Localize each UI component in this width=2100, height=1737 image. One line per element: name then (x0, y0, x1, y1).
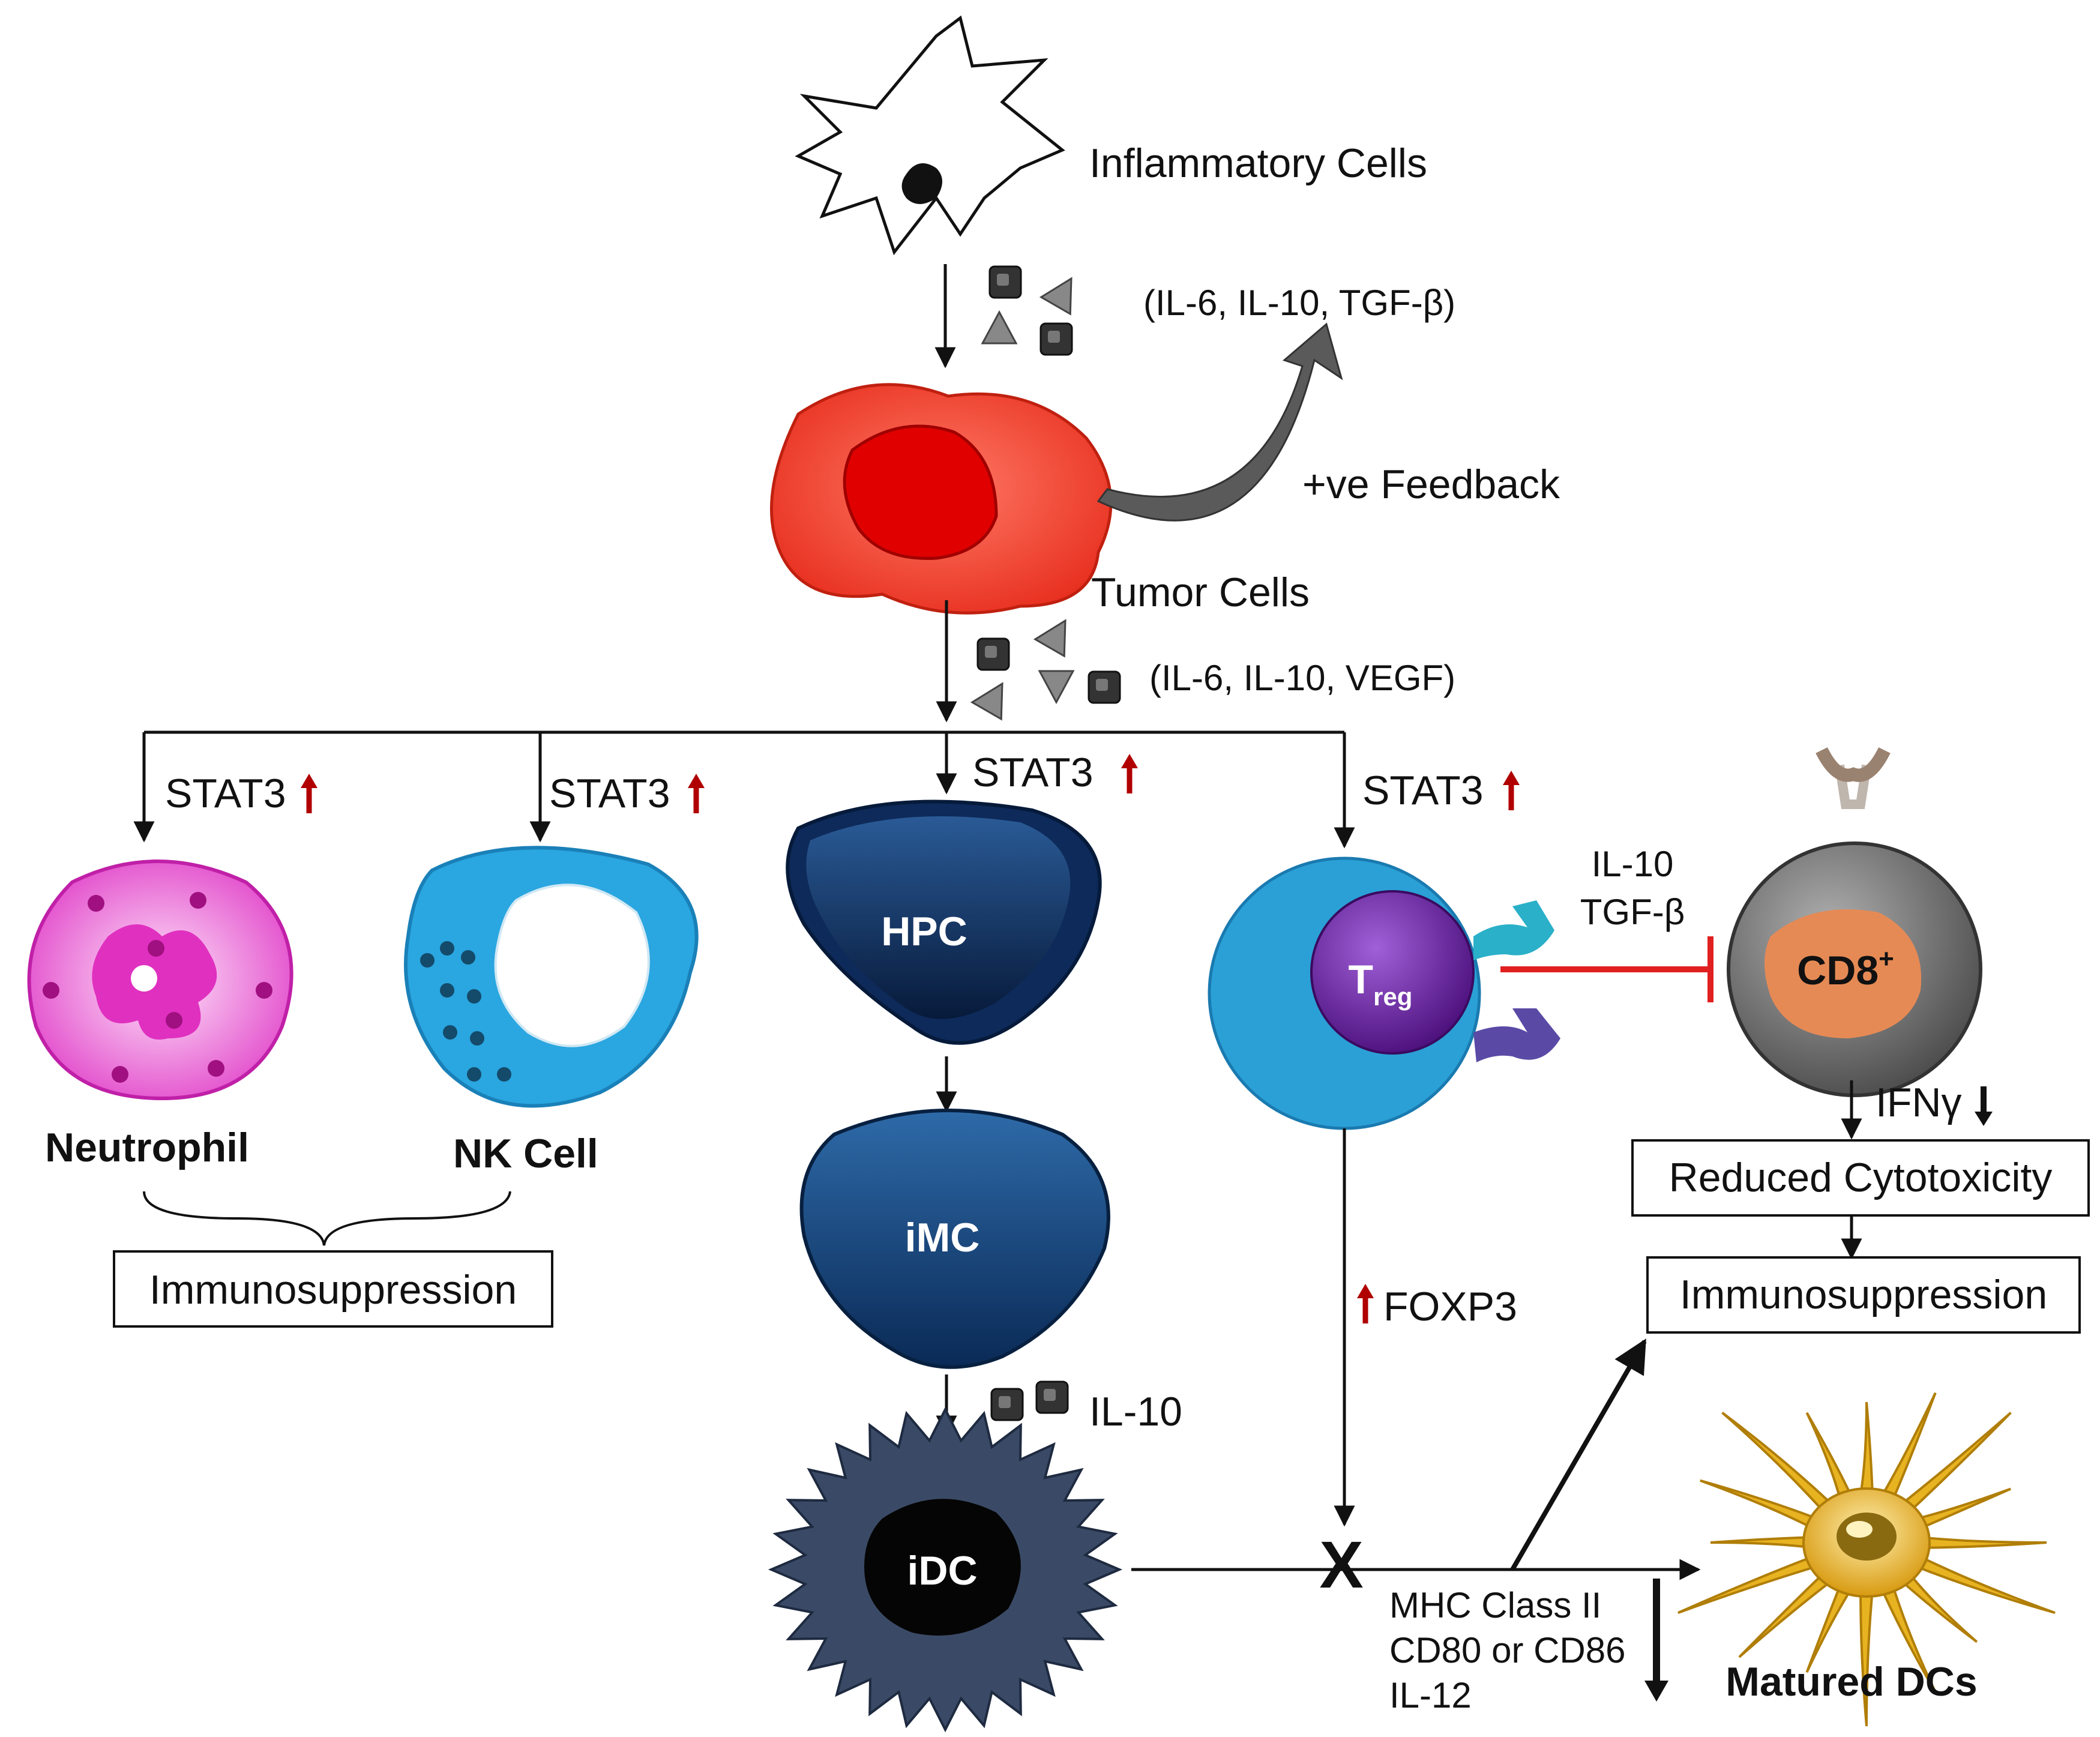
cd8-label-sup: + (1879, 944, 1894, 974)
stat3-up-arrow-icon (301, 774, 317, 813)
arrow-to-immunosuppression-right (1510, 1338, 1647, 1571)
cd8-cell-icon (1727, 747, 1982, 1097)
cytokine-icons-il10 (990, 1380, 1069, 1421)
tumor-cell-icon (769, 383, 1113, 615)
imc-cell-icon (799, 1109, 1110, 1369)
tumor-cells-label: Tumor Cells (1091, 570, 1310, 615)
brace (143, 1191, 511, 1246)
treg-label-sub: reg (1373, 983, 1412, 1011)
cytokines-top-label: (IL-6, IL-10, TGF-β) (1143, 283, 1455, 323)
matured-dcs-label: Matured DCs (1725, 1659, 1977, 1705)
block-mark: X (1319, 1528, 1363, 1602)
inhibition-line (1500, 936, 1713, 1002)
hpc-label: HPC (881, 909, 967, 954)
inflammatory-cells-label: Inflammatory Cells (1089, 140, 1427, 186)
reduced-cytotoxicity-box (1631, 1139, 2090, 1217)
feedback-arrow-icon (1097, 322, 1343, 522)
neutrophil-label: Neutrophil (45, 1125, 249, 1170)
il10-idc-label: IL-10 (1089, 1389, 1182, 1434)
cd8-label-main: CD8 (1797, 948, 1879, 993)
stat3-label-treg: STAT3 (1362, 768, 1484, 813)
feedback-label: +ve Feedback (1302, 462, 1560, 507)
mhc-label-3: IL-12 (1389, 1675, 1472, 1715)
stat3-label-neutrophil: STAT3 (165, 771, 286, 816)
mhc-label-1: MHC Class II (1389, 1585, 1601, 1625)
hpc-cell-icon (786, 799, 1102, 1045)
treg-cell-icon (1208, 856, 1560, 1130)
matured-dc-icon (1677, 1392, 2056, 1727)
inflammatory-cell-icon (795, 15, 1065, 256)
immunosuppression-right-label: Immunosuppression (1680, 1272, 2047, 1317)
foxp3-label: FOXP3 (1383, 1284, 1517, 1329)
imc-label: iMC (905, 1215, 980, 1260)
cytokine-icons-tumor (971, 611, 1121, 720)
foxp3-up-arrow-icon (1357, 1284, 1374, 1323)
stat3-up-arrow-icon (1121, 754, 1138, 793)
reduced-cytotoxicity-label: Reduced Cytotoxicity (1669, 1155, 2053, 1200)
immunosuppression-box-right (1646, 1256, 2081, 1334)
stat3-up-arrow-icon (688, 774, 705, 813)
idc-label: iDC (907, 1548, 977, 1594)
il10-tgf-label-1: IL-10 (1592, 844, 1674, 884)
nk-cell-icon (404, 846, 699, 1108)
ifng-down-arrow-icon (1975, 1086, 1993, 1126)
treg-label: Treg (1349, 957, 1413, 1011)
immunosuppression-left-label: Immunosuppression (149, 1267, 517, 1313)
nk-cell-label: NK Cell (453, 1131, 598, 1176)
immunosuppression-box-left (113, 1250, 553, 1328)
stat3-up-arrow-icon (1503, 771, 1520, 810)
cd8-label: CD8+ (1797, 944, 1894, 993)
stat3-label-nk: STAT3 (549, 771, 670, 816)
il10-tgf-label-2: TGF-β (1580, 892, 1685, 932)
idc-cell-icon (768, 1406, 1123, 1733)
ifng-label: IFNγ (1876, 1080, 1962, 1125)
neutrophil-icon (27, 859, 293, 1101)
cytokine-icons-top (981, 265, 1087, 356)
cytokines-tumor-label: (IL-6, IL-10, VEGF) (1149, 658, 1455, 698)
mhc-label-2: CD80 or CD86 (1389, 1630, 1626, 1670)
stat3-label-hpc: STAT3 (972, 750, 1094, 795)
treg-label-main: T (1349, 957, 1374, 1002)
mhc-down-arrow-icon (1644, 1579, 1668, 1702)
